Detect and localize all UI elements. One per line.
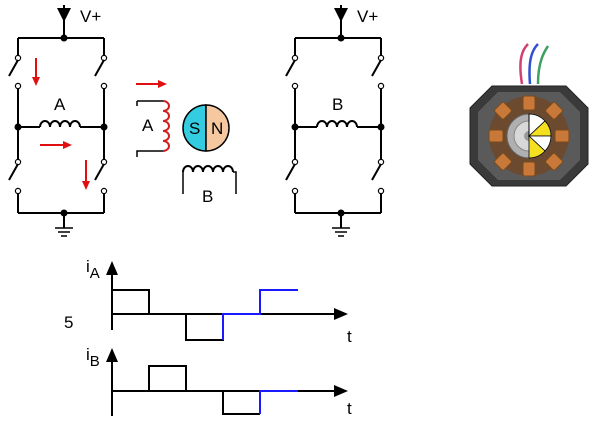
h-bridge-b: V+ B [285,5,385,237]
switch-b-top-left [285,59,296,77]
switch-b-top-right [371,59,382,77]
switch-a-top-left [8,59,19,77]
graph-b-x-arrow-icon [334,385,348,397]
graph-b-y-arrow-icon [106,348,118,362]
graph-b-waveform [112,365,260,415]
rotor-north [205,104,230,152]
step-number-label: 5 [64,313,73,332]
graph-b-t-label: t [347,399,352,418]
switch-b-bottom-right [371,163,382,181]
switch-a-bottom-left [8,163,19,181]
graph-current-b: iB t [86,345,352,418]
rotation-arrow-icon [158,80,167,88]
graph-a-y-arrow-icon [106,261,118,275]
switch-a-bottom-right [94,163,105,181]
coil-a [39,120,81,128]
graph-a-highlight [222,289,298,340]
ground-icon-left [55,227,73,237]
motor-coil-b [182,165,234,173]
graph-a-ylabel: iA [86,257,100,282]
supply-label-right: V+ [357,7,378,26]
supply-arrow-right-icon [334,8,348,22]
motor-coil-b-label: B [202,187,213,206]
switch-a-top-right [94,59,105,77]
graph-current-a: iA t 5 [64,257,352,346]
supply-arrow-left-icon [57,8,71,22]
h-bridge-a: V+ A [8,5,108,237]
ground-icon-right [332,227,350,237]
rotor-north-label: N [211,119,223,138]
coil-a-label: A [54,95,66,114]
rotor-south [182,104,207,152]
coil-b [316,120,358,128]
graph-b-ylabel: iB [86,345,100,370]
stepper-motor-photo-icon [469,43,589,187]
rotor-south-label: S [189,119,200,138]
motor-coil-a-label: A [142,116,154,135]
supply-label-left: V+ [80,7,101,26]
motor-coil-a [162,100,170,152]
switch-b-bottom-left [285,163,296,181]
graph-a-t-label: t [347,327,352,346]
motor-symbol: A S N B [136,80,237,206]
graph-b-highlight [259,390,298,414]
current-arrows-a [32,58,90,190]
coil-b-label: B [332,95,343,114]
graph-a-x-arrow-icon [334,308,348,320]
